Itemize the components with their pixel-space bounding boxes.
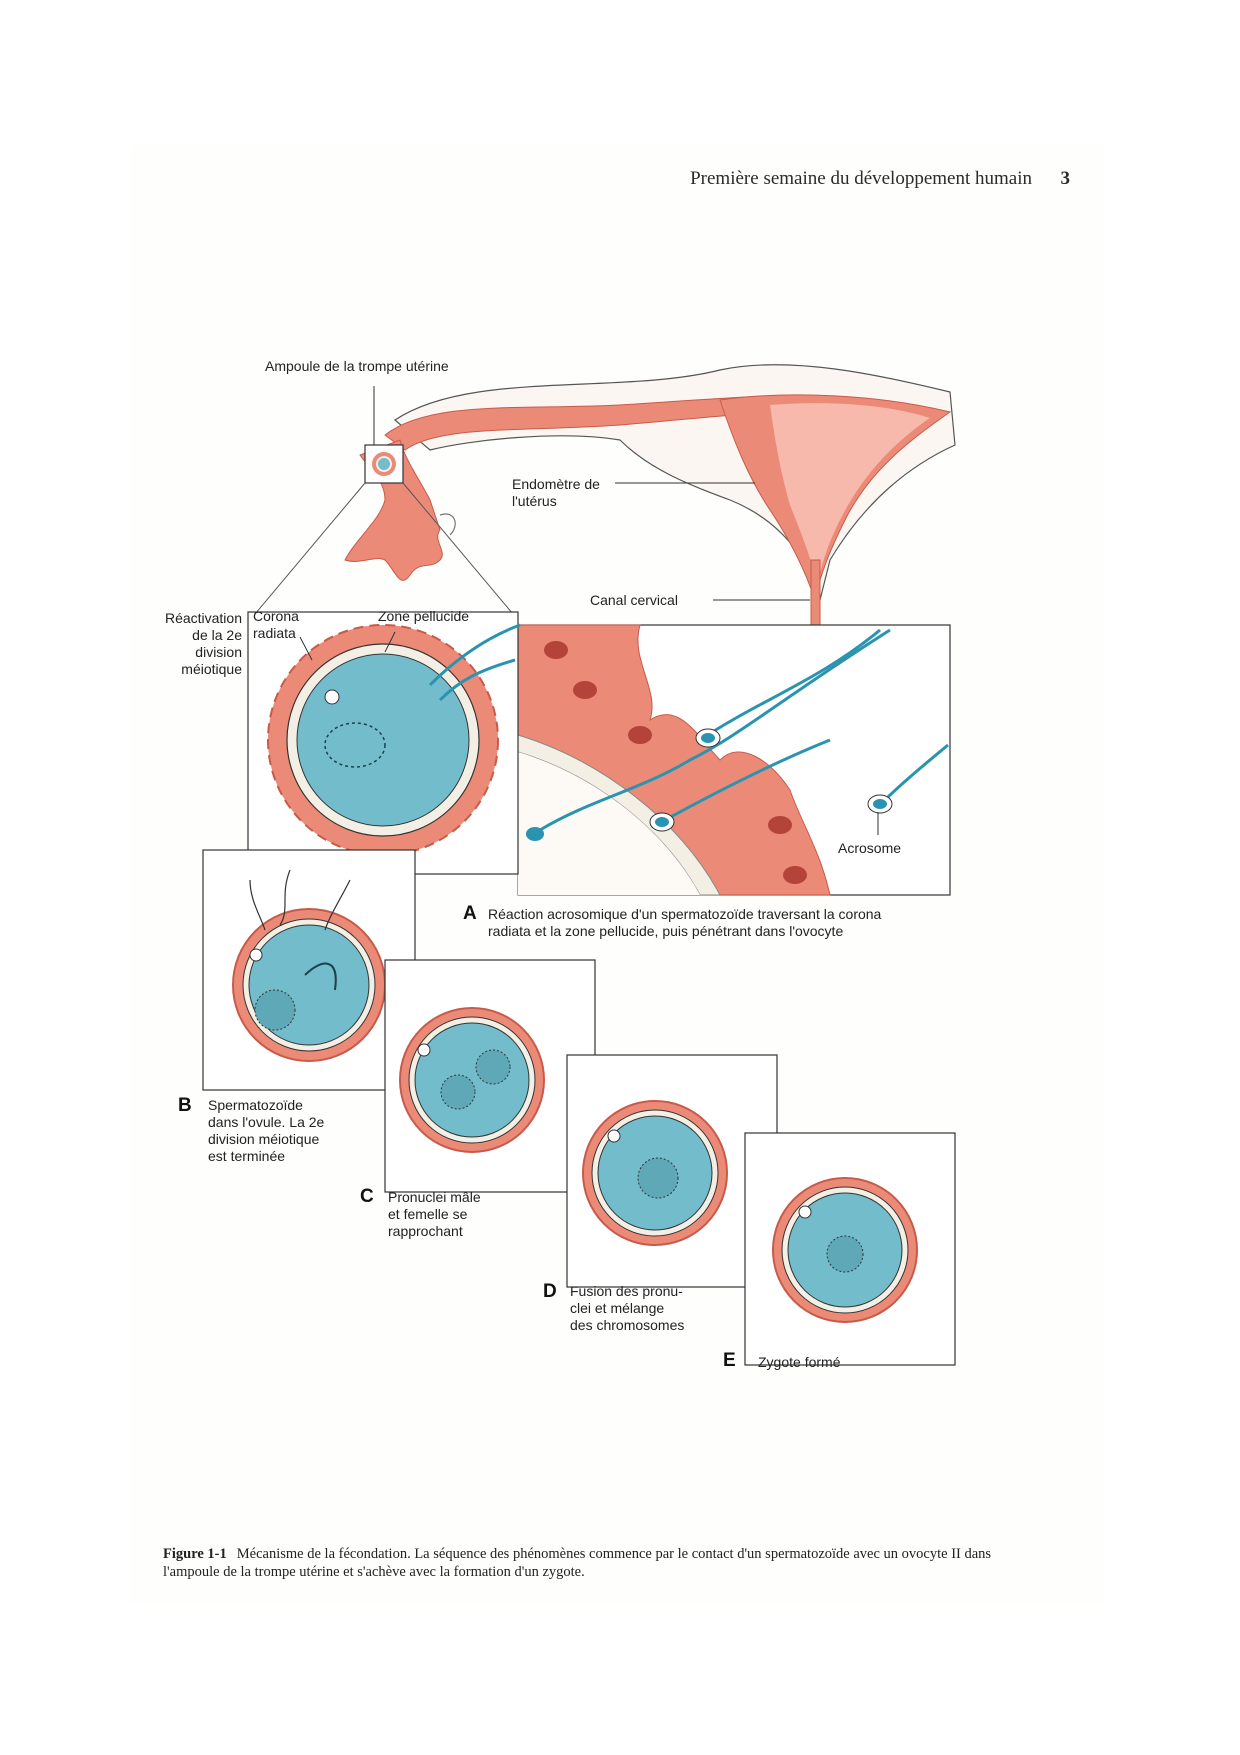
zoom-line-right	[402, 482, 519, 621]
zoom-ovocyte	[376, 456, 392, 472]
panel-c-caption: Pronuclei mâle et femelle se rapprochant	[388, 1189, 481, 1240]
panel-a	[517, 624, 951, 896]
label-reactivation-1: Réactivation	[164, 610, 242, 626]
figure-caption-text: Mécanisme de la fécondation. La séquence…	[163, 1546, 992, 1580]
panel-c-caption-1: Pronuclei mâle	[388, 1189, 481, 1205]
figure-number: Figure 1-1	[163, 1546, 227, 1562]
panel-d-caption: Fusion des pronu- clei et mélange des ch…	[570, 1283, 684, 1334]
panel-b-letter: B	[178, 1095, 192, 1116]
corona-nucleus	[768, 816, 792, 834]
panel-e-nucleus	[826, 1235, 864, 1273]
sperm-tail	[699, 628, 881, 742]
corona-nucleus	[544, 641, 568, 659]
sperm-tail	[324, 879, 351, 931]
label-canal: Canal cervical	[590, 592, 678, 608]
panel-c-caption-3: rapprochant	[388, 1223, 463, 1239]
label-acrosome: Acrosome	[838, 840, 902, 856]
sperm-tail	[664, 738, 831, 822]
label-corona-2: radiata	[253, 625, 296, 641]
corona-nucleus	[628, 726, 652, 744]
sperm-tail	[438, 658, 516, 702]
panel-d-caption-1: Fusion des pronu-	[570, 1283, 683, 1299]
panel-d-polar-body	[607, 1129, 621, 1143]
panel-c-ovocyte	[414, 1022, 530, 1138]
corona-nucleus	[573, 681, 597, 699]
panel-d-chromosomes	[637, 1157, 679, 1199]
panel-a-letter: A	[463, 903, 477, 924]
panel-b-caption-4: est terminée	[208, 1148, 286, 1164]
meiotic-spindle	[324, 722, 386, 768]
corona-nucleus	[783, 866, 807, 884]
leader-zone	[384, 631, 396, 653]
label-corona-1: Corona	[253, 608, 299, 624]
sperm-tail	[539, 628, 891, 832]
panel-b-nucleus	[254, 989, 296, 1031]
panel-b-caption-1: Spermatozoïde	[208, 1097, 303, 1113]
ovocyte-cytoplasm	[296, 653, 470, 827]
panel-c-pronucleus-male	[475, 1049, 511, 1085]
sperm-head	[701, 733, 715, 743]
label-reactivation: Réactivation de la 2e division méiotique	[140, 610, 242, 678]
panel-b-caption-3: division méiotique	[208, 1131, 320, 1147]
panel-c-caption-2: et femelle se	[388, 1206, 468, 1222]
panel-c-pronucleus-female	[440, 1074, 476, 1110]
label-reactivation-4: méiotique	[181, 661, 242, 677]
panel-c	[384, 959, 596, 1193]
panel-d-caption-3: des chromosomes	[570, 1317, 685, 1333]
fimbria-edge	[439, 513, 456, 536]
panel-a-caption-2: radiata et la zone pellucide, puis pénét…	[488, 923, 844, 939]
label-reactivation-3: division	[195, 644, 242, 660]
label-endometre-2: l'utérus	[512, 493, 557, 509]
label-endometre-1: Endomètre de	[512, 476, 600, 492]
leader-corona	[299, 636, 313, 661]
panel-d	[566, 1054, 778, 1288]
label-ampoule: Ampoule de la trompe utérine	[265, 358, 449, 374]
panel-c-polar-body	[417, 1043, 431, 1057]
uterine-lumen	[770, 403, 930, 585]
sperm-head	[526, 827, 544, 841]
zoom-line-left	[249, 482, 366, 621]
panel-a-caption: Réaction acrosomique d'un spermatozoïde …	[488, 906, 881, 940]
panel-b-polar-body	[249, 948, 263, 962]
panel-d-caption-2: clei et mélange	[570, 1300, 665, 1316]
zoom-box	[364, 444, 404, 484]
panel-e-caption: Zygote formé	[758, 1354, 841, 1370]
panel-a-caption-1: Réaction acrosomique d'un spermatozoïde …	[488, 906, 882, 922]
ovocyte-zoom-panel	[247, 611, 521, 875]
label-reactivation-2: de la 2e	[192, 627, 242, 643]
sperm-tail	[883, 743, 949, 802]
uterus-illustration	[249, 364, 956, 641]
panel-e	[744, 1132, 956, 1366]
running-head-title: Première semaine du développement humain	[690, 168, 1032, 189]
panel-c-letter: C	[360, 1186, 374, 1207]
panel-b-caption-2: dans l'ovule. La 2e	[208, 1114, 325, 1130]
panel-d-letter: D	[543, 1281, 557, 1302]
sperm-head	[655, 817, 669, 827]
sperm-tail	[428, 623, 521, 687]
panel-b	[202, 849, 416, 1091]
panel-e-letter: E	[723, 1350, 736, 1371]
sperm-tail	[249, 879, 266, 931]
sperm-tail	[279, 869, 291, 926]
page-number: 3	[1060, 168, 1071, 189]
panel-a-ovocyte-edge	[518, 752, 700, 895]
fimbriae	[344, 439, 443, 581]
label-zone: Zone pellucide	[378, 608, 470, 624]
panel-b-caption: Spermatozoïde dans l'ovule. La 2e divisi…	[208, 1097, 324, 1165]
sperm-head	[873, 799, 887, 809]
label-corona: Corona radiata	[253, 608, 299, 642]
panel-e-polar-body	[798, 1205, 812, 1219]
panel-b-sperm	[304, 962, 337, 991]
polar-body	[324, 689, 340, 705]
